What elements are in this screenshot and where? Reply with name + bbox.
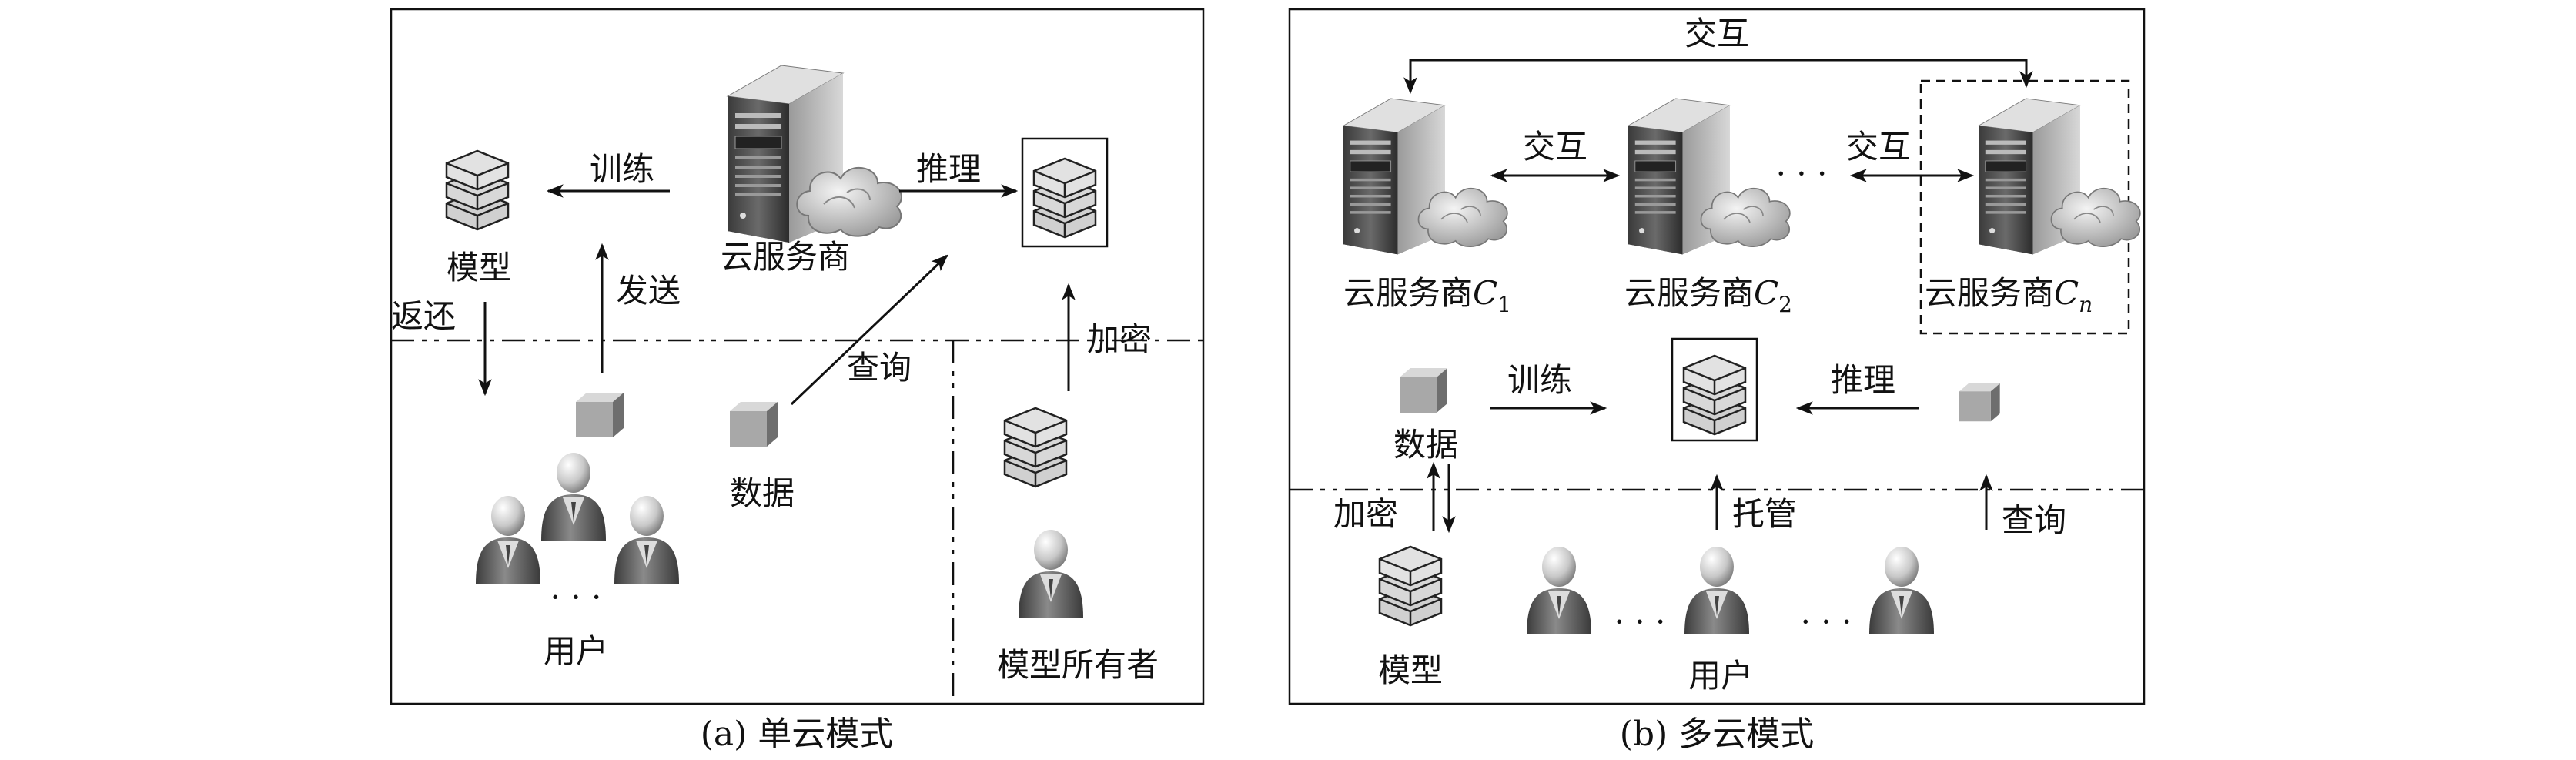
cloud-c2-prefix: 云服务商C2 xyxy=(1624,274,1792,317)
interact-2-label: 交互 xyxy=(1846,128,1911,166)
send-label: 发送 xyxy=(616,272,681,310)
cloud-provider-label: 云服务商 xyxy=(721,238,850,276)
panel-b-frame xyxy=(1288,8,2146,705)
cloud-c1-prefix: 云服务商C1 xyxy=(1343,274,1511,317)
interact-top-line xyxy=(1409,59,2028,91)
query-data-cube-icon xyxy=(730,402,778,447)
encrypted-model-box-b xyxy=(1671,337,1758,442)
encrypt-label-b: 加密 xyxy=(1333,495,1398,533)
users-label: 用户 xyxy=(544,632,608,670)
user-icon-b3 xyxy=(1869,547,1934,634)
owner-model-stack-icon xyxy=(1003,407,1068,488)
query-label: 查询 xyxy=(847,349,912,387)
model-owner-label: 模型所有者 xyxy=(997,646,1159,684)
user-icon-b2 xyxy=(1684,547,1749,634)
model-label-b: 模型 xyxy=(1378,651,1443,689)
model-label: 模型 xyxy=(447,249,511,286)
user-icon-1 xyxy=(541,453,606,541)
data-label: 数据 xyxy=(730,474,795,512)
users-ellipsis-2: · · · xyxy=(1801,603,1852,641)
cloud-n-dashed-box xyxy=(1919,79,2130,335)
encrypted-model-box xyxy=(1021,137,1109,248)
host-label-b: 托管 xyxy=(1732,495,1797,533)
encrypted-model-stack-icon-b xyxy=(1682,354,1747,436)
user-data-cube-icon xyxy=(576,393,624,437)
encrypt-label: 加密 xyxy=(1087,320,1152,358)
users-label-b: 用户 xyxy=(1688,657,1753,695)
model-owner-icon xyxy=(1019,530,1083,618)
model-stack-icon xyxy=(445,149,510,231)
panel-a-frame xyxy=(390,8,1205,705)
query-label-b: 查询 xyxy=(2002,501,2066,539)
users-ellipsis-1: · · · xyxy=(1614,603,1666,641)
data-cube-icon-b xyxy=(1400,368,1447,413)
interact-top-label: 交互 xyxy=(1684,15,1749,52)
interact-1-label: 交互 xyxy=(1523,128,1587,166)
cloud-cn-prefix: 云服务商Cn xyxy=(1925,274,2093,317)
data-label-b: 数据 xyxy=(1393,426,1458,464)
user-icon-3 xyxy=(614,496,679,584)
infer-label-b: 推理 xyxy=(1831,361,1895,399)
model-stack-icon-b xyxy=(1378,545,1443,627)
query-cube-icon-b xyxy=(1959,383,2000,422)
panel-b: 交互 云服务商C1 交互 云服务商C2 · · · 交互 云服务商Cn 数据 训… xyxy=(1288,8,2146,754)
train-label-b: 训练 xyxy=(1507,361,1572,399)
return-label: 返还 xyxy=(391,297,456,335)
encrypted-model-stack-icon xyxy=(1032,157,1097,239)
panel-a-caption: (a) 单云模式 xyxy=(701,715,894,754)
users-ellipsis: · · · xyxy=(550,578,602,616)
user-icon-2 xyxy=(476,496,540,584)
panel-a: 模型 训练 云服务商 推理 返还 发送 查询 加密 数据 · · · 用户 模型… xyxy=(390,8,1205,754)
user-icon-b1 xyxy=(1527,547,1591,634)
panel-b-caption: (b) 多云模式 xyxy=(1620,715,1814,754)
query-arrow xyxy=(790,254,948,406)
infer-label: 推理 xyxy=(916,150,981,188)
train-label: 训练 xyxy=(590,150,654,188)
clouds-ellipsis: · · · xyxy=(1776,155,1828,193)
